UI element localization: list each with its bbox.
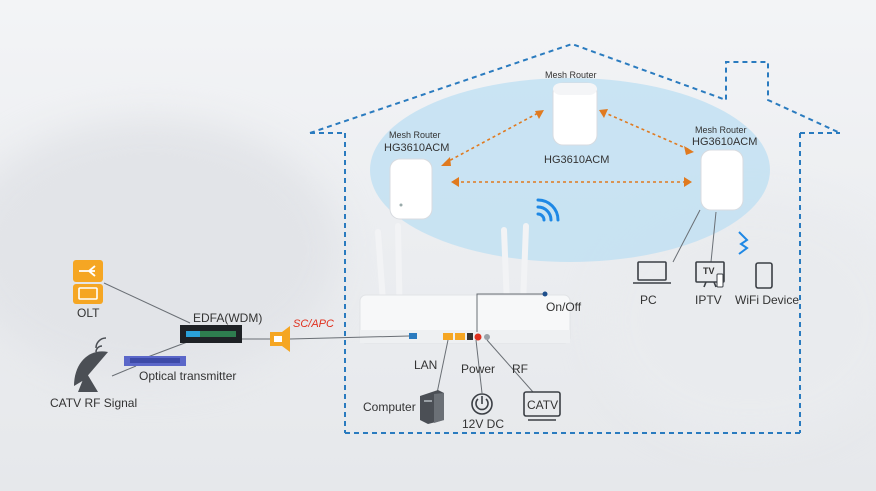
catv-box-label: CATV <box>527 398 559 412</box>
mesh-router-top-label: Mesh Router <box>545 70 597 80</box>
on-off-label: On/Off <box>546 300 582 314</box>
iptv-label: IPTV <box>695 293 722 307</box>
power-icon <box>471 393 493 415</box>
optical-transmitter-label: Optical transmitter <box>139 369 237 383</box>
mesh-router-top-model: HG3610ACM <box>544 154 610 166</box>
computer-label: Computer <box>363 400 416 414</box>
on-off-dot <box>542 291 548 297</box>
house-outline <box>309 42 841 434</box>
catv-rf-signal-label: CATV RF Signal <box>50 396 138 410</box>
satellite-dish-icon <box>74 337 108 392</box>
computer-icon <box>420 390 444 424</box>
power-label: Power <box>461 362 496 376</box>
wifi-signal-icon <box>536 198 560 222</box>
edfa-label: EDFA(WDM) <box>193 311 263 325</box>
mesh-router-left[interactable] <box>389 158 433 220</box>
mesh-router-right-model: HG3610ACM <box>692 136 758 148</box>
rf-label: RF <box>512 362 528 376</box>
mesh-router-left-label: Mesh Router <box>389 130 441 140</box>
onu-router[interactable] <box>359 294 571 344</box>
optical-transmitter-device <box>124 356 186 366</box>
mesh-router-top[interactable] <box>552 82 598 146</box>
sc-apc-label: SC/APC <box>293 318 334 330</box>
mesh-link-arrows <box>444 111 691 183</box>
mesh-router-left-model: HG3610ACM <box>384 142 450 154</box>
wifi-device-label: WiFi Device <box>735 293 800 307</box>
pc-label: PC <box>640 293 657 307</box>
dc-power-label: 12V DC <box>462 417 505 431</box>
sc-apc-connector-icon <box>270 326 290 352</box>
tv-icon <box>695 261 725 288</box>
edfa-device <box>180 325 242 343</box>
connection-lines <box>103 209 717 399</box>
remote-control-icon <box>716 273 724 288</box>
catv-tv-icon <box>523 391 561 421</box>
mesh-coverage-bubble <box>370 78 770 262</box>
bluetooth-icon <box>738 231 749 255</box>
olt-icon <box>73 260 103 304</box>
olt-label: OLT <box>77 306 100 320</box>
smartphone-icon <box>755 262 773 289</box>
mesh-router-right[interactable] <box>700 149 744 211</box>
laptop-icon <box>633 261 671 284</box>
lan-label: LAN <box>414 358 438 372</box>
mesh-arrow-heads <box>441 109 694 187</box>
mesh-router-right-label: Mesh Router <box>695 125 747 135</box>
tv-icon-text: TV <box>703 266 715 276</box>
